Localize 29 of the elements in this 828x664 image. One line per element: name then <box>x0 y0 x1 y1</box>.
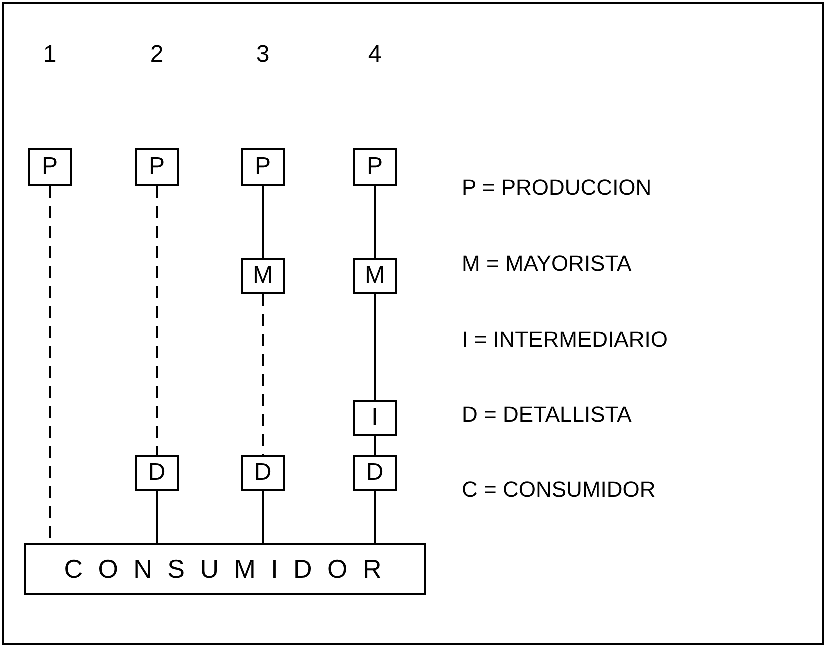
column-number: 2 <box>150 43 164 67</box>
letter-box: M <box>353 258 397 294</box>
column-number: 3 <box>256 43 270 67</box>
letter-box: P <box>241 148 285 186</box>
letter-box: I <box>353 400 397 436</box>
connector-line <box>374 491 376 543</box>
column-number: 1 <box>43 43 57 67</box>
letter-box: D <box>241 455 285 491</box>
legend-text: I = INTERMEDIARIO <box>462 329 668 351</box>
letter-box: P <box>353 148 397 186</box>
connector-line <box>262 186 264 258</box>
connector-line <box>374 294 376 400</box>
letter-box: M <box>241 258 285 294</box>
dashed-connector <box>262 294 264 455</box>
letter-box: D <box>135 455 179 491</box>
column-number: 4 <box>368 43 382 67</box>
connector-line <box>262 491 264 543</box>
connector-line <box>156 491 158 543</box>
letter-box: D <box>353 455 397 491</box>
legend-text: C = CONSUMIDOR <box>462 479 656 501</box>
legend-text: D = DETALLISTA <box>462 404 632 426</box>
letter-box: P <box>28 148 72 186</box>
legend-text: M = MAYORISTA <box>462 253 632 275</box>
dashed-connector <box>156 186 158 455</box>
connector-line <box>374 186 376 258</box>
legend-text: P = PRODUCCION <box>462 177 652 199</box>
consumer-box: C O N S U M I D O R <box>24 543 426 595</box>
connector-line <box>374 436 376 455</box>
letter-box: P <box>135 148 179 186</box>
